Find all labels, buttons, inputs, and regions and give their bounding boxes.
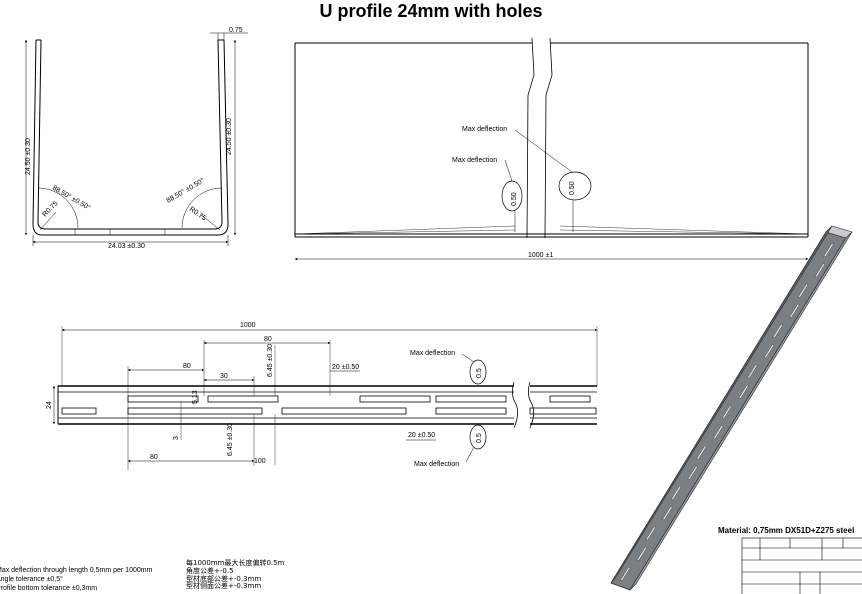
height-left-label: 24.50 ±0.30 (25, 138, 32, 175)
plan-pitch-top-label: 80 (264, 336, 272, 343)
isometric-slot (814, 263, 826, 278)
isometric-slots (619, 243, 835, 581)
plan-deflection-top-value: 0.5 (476, 368, 483, 378)
note-line: 型材侧面公差+-0.3mm (186, 582, 262, 591)
isometric-slot (721, 405, 733, 419)
u-profile-outline (32, 39, 229, 236)
deflection-label-2: Max deflection (452, 157, 497, 164)
isometric-slot (789, 304, 800, 318)
isometric-slot (823, 243, 835, 257)
plan-offset-bottom-label: 6.45 ±0.30 (227, 423, 234, 456)
deflection-value-2: 0.50 (569, 181, 576, 195)
material-note: Material: 0,75mm DX51D+Z275 steel (718, 526, 855, 535)
angle-left-label: 88.50° ±0.50° (51, 184, 92, 212)
isometric-slot (712, 425, 724, 439)
plan-deflection-bottom-label: Max deflection (414, 461, 459, 468)
isometric-slot (670, 486, 682, 500)
isometric-slot (619, 567, 631, 581)
angle-right-label: 88.50° ±0.50° (165, 176, 206, 204)
deflection-view (294, 37, 809, 261)
isometric-slot (746, 364, 758, 379)
note-line: Angle tolerance ±0,5° (0, 576, 63, 583)
deflection-label-1: Max deflection (462, 126, 507, 133)
plan-slot-length-label: 30 (220, 373, 228, 380)
profile-flange-side (629, 231, 853, 591)
notes-chinese: 每1000mm最大长度偏转0.5m 角度公差+-0.5 型材底部公差+-0.3m… (186, 559, 285, 591)
plan-deflection-bottom-value: 0.5 (476, 433, 483, 443)
isometric-slot (636, 546, 648, 561)
radius-left-label: R0.75 (41, 200, 59, 218)
length-label: 1000 ±1 (528, 252, 553, 259)
note-line: Max deflection through length 0,5mm per … (0, 567, 153, 574)
title-block (741, 537, 862, 594)
plan-edge-label: 3 (173, 436, 180, 440)
plan-height-label: 24 (46, 401, 53, 409)
isometric-slot (772, 324, 784, 338)
plan-offset-top-label: 6.45 ±0.30 (267, 344, 274, 377)
isometric-slot (687, 466, 699, 480)
note-line: 每1000mm最大长度偏转0.5m (186, 559, 285, 567)
plan-deflection-top-label: Max deflection (410, 350, 455, 357)
width-label: 24.03 ±0.30 (108, 243, 145, 250)
isometric-slot (738, 385, 750, 399)
section-view (24, 32, 248, 246)
note-line: 型材底部公差+-0.3mm (186, 574, 262, 583)
page-title: U profile 24mm with holes (319, 1, 543, 21)
isometric-slot (645, 526, 657, 541)
plan-offset-100-label: 100 (254, 458, 266, 465)
height-right-label: 24.50 ±0.30 (226, 118, 233, 155)
plan-gap-label: 5.13 (192, 390, 199, 404)
notes-english: Max deflection through length 0,5mm per … (0, 566, 152, 593)
note-line: Profile bottom tolerance ±0,3mm (0, 585, 98, 592)
deflection-value-1: 0.50 (511, 192, 518, 206)
isometric-slot (797, 283, 809, 298)
isometric-slot (763, 344, 775, 358)
thickness-label: 0.75 (229, 27, 243, 34)
isometric-view (610, 225, 853, 591)
plan-slot-width-bottom-label: 20 ±0.50 (408, 432, 435, 439)
plan-pitch-bottom-label: 80 (150, 454, 158, 461)
plan-length-label: 1000 (240, 322, 256, 329)
isometric-slot (696, 445, 708, 460)
note-line: 角度公差+-0.5 (186, 566, 234, 575)
plan-pitch-top-left-label: 80 (183, 363, 191, 370)
isometric-slot (662, 506, 673, 520)
plan-view (52, 326, 598, 470)
radius-right-label: R0.75 (188, 206, 207, 223)
plan-slot-width-label: 20 ±0.50 (332, 364, 359, 371)
